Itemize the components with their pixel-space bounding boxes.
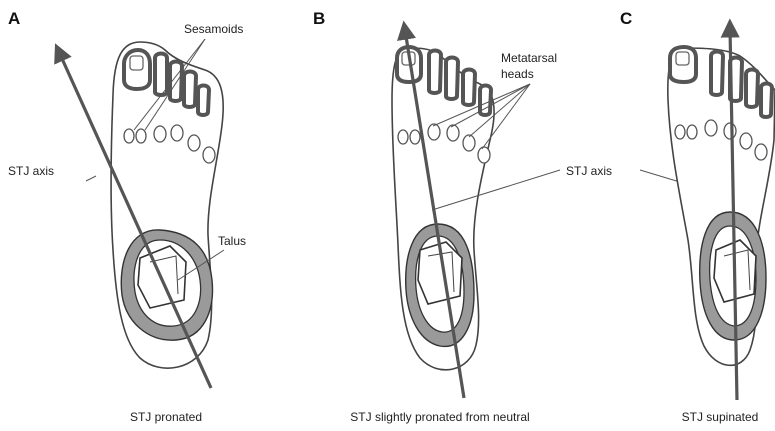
panel-a-stj-axis-label: STJ axis <box>8 164 54 178</box>
panel-a-head-3 <box>171 125 183 141</box>
panel-a-sesamoid-1 <box>124 129 134 143</box>
panel-c-toe-4 <box>746 70 758 108</box>
panel-a-big-toenail <box>130 56 143 70</box>
panel-b-metatarsal-label-2: heads <box>501 67 534 81</box>
panel-a: A Sesamoids Talus STJ axis <box>8 9 246 424</box>
panel-b-caption: STJ slightly pronated from neutral <box>350 410 529 424</box>
panel-c-big-toenail <box>676 52 689 65</box>
panel-b-stj-axis-label: STJ axis <box>566 164 612 178</box>
panel-b-toe-2 <box>429 51 441 94</box>
panel-a-toe-2 <box>155 54 167 96</box>
panel-a-sesamoid-2 <box>136 129 146 143</box>
panel-c: C STJ supinated <box>620 9 775 424</box>
panel-a-toe-5 <box>198 86 209 116</box>
panel-a-letter: A <box>8 9 20 28</box>
panel-c-caption: STJ supinated <box>682 410 759 424</box>
panel-a-talus-label: Talus <box>218 234 246 248</box>
panel-a-head-2 <box>154 126 166 142</box>
panel-b-metatarsal-label-1: Metatarsal <box>501 51 557 65</box>
panel-a-sesamoids-label: Sesamoids <box>184 22 243 36</box>
panel-a-head-5 <box>203 147 215 163</box>
panel-b-toe-3 <box>446 58 458 100</box>
panel-a-head-4 <box>188 135 200 151</box>
panel-c-toe-5 <box>761 84 772 118</box>
panel-a-toe-4 <box>184 72 196 108</box>
panel-b-toe-4 <box>463 70 475 106</box>
panel-c-toe-2 <box>711 52 723 96</box>
panel-a-caption: STJ pronated <box>130 410 202 424</box>
panel-c-letter: C <box>620 9 632 28</box>
panel-b-letter: B <box>313 9 325 28</box>
